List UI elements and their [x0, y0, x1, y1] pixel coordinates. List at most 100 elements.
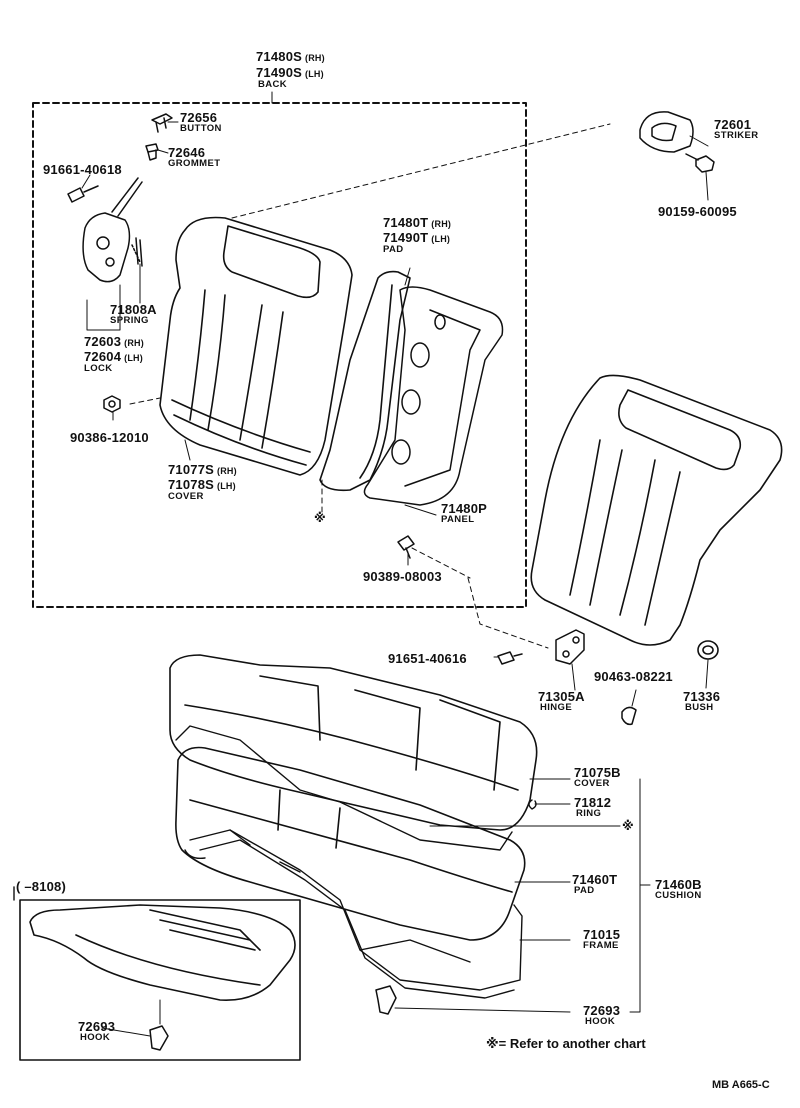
bush-part-number: 71336 [683, 689, 721, 704]
hook-inset-part: 72693 [78, 1019, 116, 1034]
seat-back-pad [319, 270, 411, 492]
hinge-clip [621, 706, 637, 726]
cushion-pad [175, 746, 526, 941]
cover-wire [175, 725, 513, 851]
back-lh-part: 71490S [256, 65, 303, 80]
pad-back-rh-suffix: (RH) [431, 219, 452, 229]
callout-pad-back: 71480T(RH) 71490T(LH) PAD [383, 216, 451, 255]
hook-name: HOOK [585, 1016, 616, 1027]
back-nut [103, 395, 121, 413]
seat-back-cover [159, 216, 353, 476]
striker-part [639, 111, 694, 153]
inset-hook-part [149, 1025, 169, 1051]
pad-back-lh-part: 71490T [383, 230, 429, 245]
lock-name: LOCK [84, 363, 113, 374]
callout-cushion: 71460B CUSHION [655, 878, 702, 901]
cover-cushion-part: 71075B [574, 765, 621, 780]
leader-lines [81, 91, 709, 1037]
refer-legend: ※= Refer to another chart [486, 1036, 646, 1051]
lock-lh-part: 72604 [84, 349, 122, 364]
lock-rh-part: 72603 [84, 334, 122, 349]
hinge-part [555, 629, 585, 665]
pad-cushion-part: 71460T [572, 872, 618, 887]
spring-name: SPRING [110, 315, 149, 326]
striker-name: STRIKER [714, 130, 759, 141]
nut-striker-part: 90159-60095 [658, 204, 737, 219]
hook-part [375, 985, 397, 1015]
inset-box [19, 899, 301, 1061]
seat-back-panel [363, 286, 504, 506]
grommet [145, 143, 159, 161]
inset-cushion [29, 904, 296, 1002]
lock-lh-suffix: (LH) [124, 353, 143, 363]
callout-striker: 72601 STRIKER [714, 118, 759, 141]
panel-name: PANEL [441, 514, 475, 525]
bolt-hinge-part: 91651-40616 [388, 651, 467, 666]
refer-mark-cushion: ※ [622, 819, 634, 833]
cover-back-name: COVER [168, 491, 204, 502]
callout-bush: 71336 BUSH [683, 690, 720, 713]
cushion-name: CUSHION [655, 890, 702, 901]
back-group-box [32, 102, 527, 608]
callout-cover-cushion: 71075B COVER [574, 766, 621, 789]
bush-name: BUSH [685, 702, 714, 713]
hinge-name: HINGE [540, 702, 573, 713]
ring-part [528, 799, 537, 810]
back-rh-suffix: (RH) [305, 53, 325, 63]
hook-inset-name: HOOK [80, 1032, 111, 1043]
cushion-cover [169, 654, 538, 831]
callout-pad-cushion: 71460T PAD [572, 873, 617, 896]
callout-frame: 71015 FRAME [583, 928, 620, 951]
panel-part: 71480P [441, 501, 488, 516]
hinge-bolt [497, 651, 523, 665]
hinge-part-number: 71305A [538, 689, 585, 704]
lock-assembly [82, 177, 143, 283]
dashed-assembly-lines [129, 123, 611, 649]
callout-hook-inset: 72693 HOOK [78, 1020, 115, 1043]
cushion-part: 71460B [655, 877, 702, 892]
hook-part-number: 72693 [583, 1003, 621, 1018]
callout-back: 71480S(RH) 71490S(LH) BACK [256, 50, 325, 90]
pad-cushion-name: PAD [574, 885, 595, 896]
spring-part: 71808A [110, 302, 157, 317]
striker-nut [685, 153, 715, 173]
callout-lock: 72603(RH) 72604(LH) LOCK [84, 335, 144, 374]
cover-back-rh-suffix: (RH) [217, 466, 237, 476]
diagram-code: MB A665-C [712, 1079, 770, 1091]
cover-cushion-name: COVER [574, 778, 610, 789]
back-name: BACK [258, 79, 288, 90]
ring-name: RING [576, 808, 602, 819]
striker-part-number: 72601 [714, 117, 752, 132]
assembled-seat-back [530, 374, 783, 646]
refer-mark-back: ※ [314, 511, 326, 525]
button [151, 113, 173, 133]
callout-hook: 72693 HOOK [583, 1004, 620, 1027]
callout-cover-back: 71077S(RH) 71078S(LH) COVER [168, 463, 237, 502]
lock-bolt [67, 185, 99, 203]
button-name: BUTTON [180, 123, 222, 134]
frame-part: 71015 [583, 927, 621, 942]
callout-grommet: 72646 GROMMET [168, 146, 220, 169]
pad-back-name: PAD [383, 244, 404, 255]
frame-name: FRAME [583, 940, 619, 951]
callout-hinge: 71305A HINGE [538, 690, 585, 713]
callout-ring: 71812 RING [574, 796, 611, 819]
lock-rh-suffix: (RH) [124, 338, 144, 348]
cover-back-lh-suffix: (LH) [217, 481, 236, 491]
panel-screw [397, 535, 415, 559]
back-rh-part: 71480S [256, 49, 303, 64]
nut-back-part: 90386-12010 [70, 430, 149, 445]
button-part: 72656 [180, 110, 218, 125]
cushion-frame [184, 829, 523, 999]
bush-part [697, 640, 719, 660]
callout-button: 72656 BUTTON [180, 111, 222, 134]
callout-spring: 71808A SPRING [110, 303, 157, 326]
grommet-name: GROMMET [168, 158, 221, 169]
clip-hinge-part: 90463-08221 [594, 669, 673, 684]
inset-range-label: ( –8108) [16, 879, 67, 894]
grommet-part: 72646 [168, 145, 206, 160]
ring-part-number: 71812 [574, 795, 612, 810]
pad-back-rh-part: 71480T [383, 215, 429, 230]
